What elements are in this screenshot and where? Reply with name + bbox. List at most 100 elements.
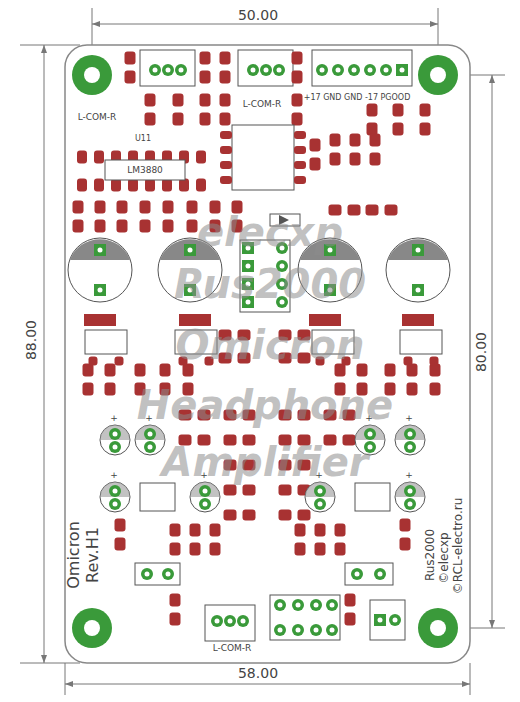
pad-hole [318,489,323,494]
square-pad [412,284,424,296]
pad-hole [113,445,118,450]
smd-pad [404,357,413,366]
capacitor-band [305,482,335,497]
silkscreen-label: U11 [135,135,151,143]
watermark-text: Rus2000 [174,264,366,304]
through-pad [332,64,344,76]
pad-hole [314,628,319,633]
smd-pad [330,134,341,147]
through-pad [199,485,211,497]
large-pad [402,314,434,326]
smd-pad [187,220,198,233]
smd-pad [315,543,326,556]
part-outline [232,125,294,190]
smd-pad [170,524,181,537]
smd-pad [220,176,232,184]
through-pad [404,441,416,453]
smd-pad [220,71,231,84]
smd-pad [115,357,124,366]
smd-pad [220,146,232,154]
smd-pad [73,220,84,233]
smd-pad [335,543,346,556]
through-pad [162,568,174,580]
part-outline [85,330,127,354]
through-pad [224,615,236,627]
part-outline [270,595,340,640]
through-pad [162,64,174,76]
through-pad [404,498,416,510]
pad-hole [166,68,171,73]
pad-hole [215,619,220,624]
pad-hole [113,489,118,494]
smd-pad [89,357,98,366]
capacitor-band [190,482,220,497]
smd-pad [115,519,126,532]
smd-pad [125,71,136,84]
pad-hole [318,502,323,507]
through-pad [316,64,328,76]
smd-pad [145,94,156,107]
pad-hole [330,603,335,608]
through-pad [109,441,121,453]
smd-pad [366,205,379,216]
capacitor-outline [386,238,450,302]
pad-hole [264,68,269,73]
capacitor-outline [395,482,425,512]
pcb-parts [68,50,458,648]
dimension-label: 80.00 [473,329,489,375]
pad-hole [251,68,256,73]
smd-pad [430,383,441,396]
watermark-text: elecxp [197,212,343,252]
square-pad [396,64,408,76]
smd-pad [163,201,174,214]
through-pad [314,485,326,497]
silkscreen-label: Rus2000 [424,529,436,581]
through-pad [199,498,211,510]
watermark-text: Omicron [176,325,365,365]
part-outline [105,160,185,180]
part-outline [140,483,175,511]
silkscreen-label: + [145,414,153,423]
smd-pad [117,220,128,233]
through-pad [247,64,259,76]
smd-pad [400,519,411,532]
smd-pad [220,131,232,139]
smd-pad [298,510,311,521]
mounting-hole-drill [430,620,446,636]
pad-hole [416,288,421,293]
through-pad [380,64,392,76]
smd-pad [243,485,256,496]
smd-pad [243,510,256,521]
through-pad [310,599,322,611]
capacitor-outline [305,482,335,512]
smd-pad [430,357,439,366]
pad-hole [296,628,301,633]
through-pad [310,624,322,636]
smd-pad [310,139,321,152]
smd-pad [310,158,321,171]
smd-pad [170,594,181,607]
pad-hole [336,68,341,73]
smd-pad [200,52,211,65]
silkscreen-label: +17 GND GND -17 PGOOD [304,94,411,102]
pad-hole [378,572,383,577]
pad-hole [368,68,373,73]
smd-pad [163,220,174,233]
through-pad [374,568,386,580]
smd-pad [83,383,94,396]
smd-pad [407,383,418,396]
pad-hole [408,445,413,450]
smd-pad [400,538,411,551]
smd-pad [190,524,201,537]
silkscreen-label: L-COM-R [78,113,117,122]
capacitor-outline [100,425,130,455]
smd-pad [190,543,201,556]
through-pad [144,428,156,440]
pad-hole [408,432,413,437]
smd-pad [279,510,292,521]
capacitor-band [395,482,425,497]
mounting-hole-drill [430,67,446,83]
pad-hole [145,572,150,577]
smd-pad [348,205,361,216]
through-pad [260,64,272,76]
